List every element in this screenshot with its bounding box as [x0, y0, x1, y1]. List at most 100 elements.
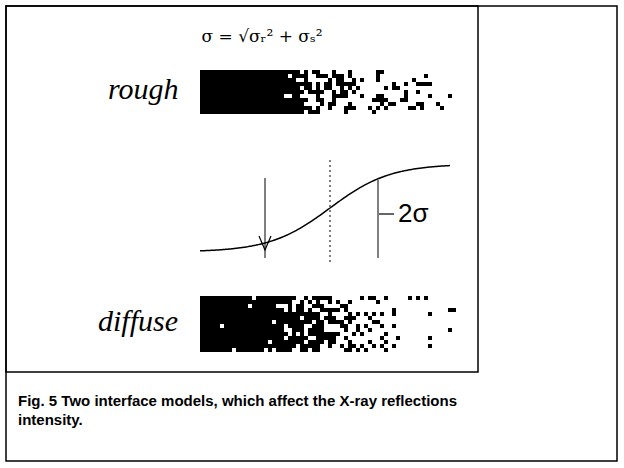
rough-pixel: [404, 94, 408, 98]
rough-pixel: [268, 82, 272, 86]
rough-pixel: [200, 74, 204, 78]
diffuse-pixel: [232, 320, 236, 324]
diffuse-pixel: [252, 308, 256, 312]
diffuse-pixel: [224, 320, 228, 324]
diffuse-pixel: [240, 340, 244, 344]
rough-pixel: [200, 86, 204, 90]
diffuse-pixel: [224, 304, 228, 308]
diffuse-pixel: [268, 328, 272, 332]
rough-pixel: [280, 70, 284, 74]
rough-pixel: [208, 102, 212, 106]
rough-pixel: [372, 98, 376, 102]
diffuse-pixel: [208, 312, 212, 316]
diffuse-pixel: [212, 336, 216, 340]
sigma-formula: σ = √σᵣ² + σₛ²: [201, 26, 322, 46]
rough-pixel: [396, 86, 400, 90]
diffuse-pixel: [220, 348, 224, 352]
diffuse-pixel: [328, 340, 332, 344]
rough-pixel: [272, 74, 276, 78]
diffuse-pixel: [296, 328, 300, 332]
diffuse-pixel: [372, 296, 376, 300]
diffuse-pixel: [248, 316, 252, 320]
diffuse-pixel: [248, 340, 252, 344]
rough-pixel: [236, 110, 240, 114]
rough-pixel: [248, 98, 252, 102]
diffuse-pixel: [300, 328, 304, 332]
diffuse-pixel: [256, 316, 260, 320]
diffuse-pixel: [332, 332, 336, 336]
diffuse-pixel: [204, 332, 208, 336]
rough-pixel: [244, 106, 248, 110]
diffuse-pixel: [212, 308, 216, 312]
diffuse-pixel: [328, 320, 332, 324]
diffuse-pixel: [344, 328, 348, 332]
diffuse-pixel: [360, 296, 364, 300]
rough-pixel: [256, 98, 260, 102]
rough-pixel: [200, 78, 204, 82]
diffuse-pixel: [204, 312, 208, 316]
rough-pixel: [236, 106, 240, 110]
diffuse-pixel: [332, 316, 336, 320]
diffuse-pixel: [228, 300, 232, 304]
rough-pixel: [204, 90, 208, 94]
rough-pixel: [240, 70, 244, 74]
diffuse-pixel: [248, 308, 252, 312]
diffuse-pixel: [276, 344, 280, 348]
rough-pixel: [244, 90, 248, 94]
diffuse-pixel: [224, 336, 228, 340]
rough-pixel: [288, 82, 292, 86]
rough-pixel: [332, 102, 336, 106]
diffuse-pixel: [200, 340, 204, 344]
diffuse-pixel: [332, 336, 336, 340]
rough-pixel: [296, 86, 300, 90]
diffuse-pixel: [224, 340, 228, 344]
diffuse-pixel: [380, 324, 384, 328]
rough-pixel: [268, 94, 272, 98]
diffuse-pixel: [228, 324, 232, 328]
rough-pixel: [224, 106, 228, 110]
rough-pixel: [236, 94, 240, 98]
diffuse-pixel: [236, 316, 240, 320]
diffuse-pixel: [272, 324, 276, 328]
rough-pixel: [220, 82, 224, 86]
rough-pixel: [288, 106, 292, 110]
rough-pixel: [276, 74, 280, 78]
rough-pixel: [428, 82, 432, 86]
diffuse-pixel: [272, 316, 276, 320]
two-sigma-label: 2σ: [396, 198, 431, 229]
rough-pixel: [216, 70, 220, 74]
rough-pixel: [264, 74, 268, 78]
diffuse-pixel: [324, 336, 328, 340]
rough-pixel: [216, 74, 220, 78]
rough-pixel: [300, 74, 304, 78]
rough-pixel: [204, 74, 208, 78]
rough-pixel: [312, 90, 316, 94]
rough-pixel: [240, 78, 244, 82]
diffuse-pixel: [352, 332, 356, 336]
diffuse-pixel: [288, 300, 292, 304]
rough-pixel: [220, 102, 224, 106]
diffuse-pixel: [356, 328, 360, 332]
diffuse-pixel: [320, 304, 324, 308]
rough-pixel: [228, 98, 232, 102]
diffuse-pixel: [288, 320, 292, 324]
diffuse-pixel: [424, 296, 428, 300]
diffuse-pixel: [292, 320, 296, 324]
diffuse-pixel: [280, 308, 284, 312]
rough-pixel: [284, 74, 288, 78]
diffuse-pixel: [256, 348, 260, 352]
rough-pixel: [256, 110, 260, 114]
rough-pixel: [204, 98, 208, 102]
diffuse-pixel: [320, 336, 324, 340]
diffuse-pixel: [264, 324, 268, 328]
diffuse-pixel: [320, 296, 324, 300]
diffuse-pixel: [316, 312, 320, 316]
diffuse-pixel: [352, 344, 356, 348]
diffuse-pixel: [236, 308, 240, 312]
diffuse-pixel: [324, 296, 328, 300]
diffuse-pixel: [200, 304, 204, 308]
rough-pixel: [284, 86, 288, 90]
diffuse-pixel: [276, 320, 280, 324]
rough-pixel: [216, 94, 220, 98]
diffuse-pixel: [280, 316, 284, 320]
